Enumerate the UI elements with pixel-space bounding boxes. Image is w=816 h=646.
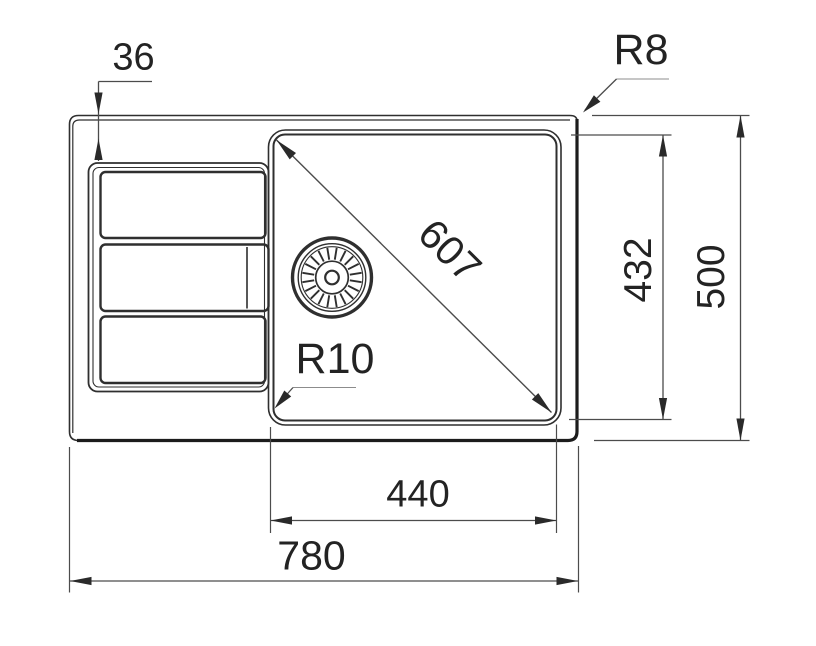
drainer-board [87,162,270,393]
sink-outline [68,114,579,443]
leader-outer-corner-radius: R8 [583,26,669,113]
bowl-outline [267,129,562,426]
dim-500-arrow-up [736,115,745,138]
strainer-slot [333,247,338,260]
drainer-rib-2 [99,243,270,313]
dim-label-outer-corner-radius: R8 [614,26,669,74]
diagonal-arrowhead-bottom-right [531,393,552,413]
strainer-slot [302,279,315,284]
strainer-outer-ring [290,236,374,319]
strainer-slot [310,289,320,300]
dim-780-arrow-left [70,576,92,586]
sink-rim-thick-edge [77,119,579,443]
sink-rim-outer-thin-edge [68,114,578,442]
strainer-slot [349,271,362,276]
drainer-outer-outline [87,162,270,393]
strainer-slot [344,289,354,300]
bowl-outer-outline [267,129,562,426]
dim-500-arrow-down [736,418,745,441]
dim-36-arrow-down [94,92,103,114]
strainer-slot [347,263,360,271]
dim-label-bowl-length: 432 [617,237,660,302]
dim-label-bowl-corner-radius: R10 [296,335,375,383]
dimension-overall-width: 780 [68,446,580,593]
dimension-overall-depth: 500 [592,114,750,442]
drainer-inner-outline [92,166,266,388]
drain-strainer-icon [290,236,374,319]
dim-label-bowl-width: 440 [386,474,449,516]
strainer-slots [302,247,362,308]
strainer-inner-ring [314,260,350,295]
diagonal-dimension-line [276,139,552,413]
r8-arrowhead [583,95,601,113]
strainer-slot [347,284,360,292]
strainer-slot [304,263,317,271]
dimension-bowl-length: 432 [569,134,672,421]
diagonal-arrowhead-top-left [276,140,296,160]
dimension-rim-offset: 36 [94,37,155,161]
strainer-slot [339,250,347,262]
drainer-rib-1 [99,170,267,240]
dim-432-arrow-up [658,135,668,157]
strainer-slot [302,271,315,276]
strainer-slot [339,293,347,305]
strainer-ring-2 [297,242,367,312]
strainer-slot [326,247,331,260]
dim-label-rim-offset: 36 [112,37,154,79]
dim-label-overall-depth: 500 [690,244,733,309]
drainer-ribs [99,170,270,385]
dim-36-arrow-up [94,138,103,160]
strainer-slot [326,295,331,308]
dim-432-arrow-down [658,398,668,420]
strainer-slot [304,284,317,292]
strainer-slot [344,255,354,266]
dim-440-arrow-right [535,516,557,525]
strainer-ring-3 [300,246,364,309]
bowl-inner-outline [272,133,558,422]
strainer-slot [317,250,325,262]
leader-bowl-corner-radius: R10 [274,335,375,409]
strainer-slot [333,295,338,308]
strainer-slot [317,293,325,305]
dim-label-overall-width: 780 [277,533,345,579]
dim-440-arrow-left [270,516,292,525]
strainer-center-hole [324,269,340,286]
sink-rim-inner-line [72,119,570,433]
dimension-bowl-width: 440 [269,424,558,533]
strainer-slot [310,255,320,266]
dim-label-bowl-diagonal: 607 [409,210,490,291]
r10-arrowhead [274,390,292,409]
drainer-rib-3 [99,315,267,385]
dim-780-arrow-right [556,576,578,586]
strainer-slot [349,279,362,284]
